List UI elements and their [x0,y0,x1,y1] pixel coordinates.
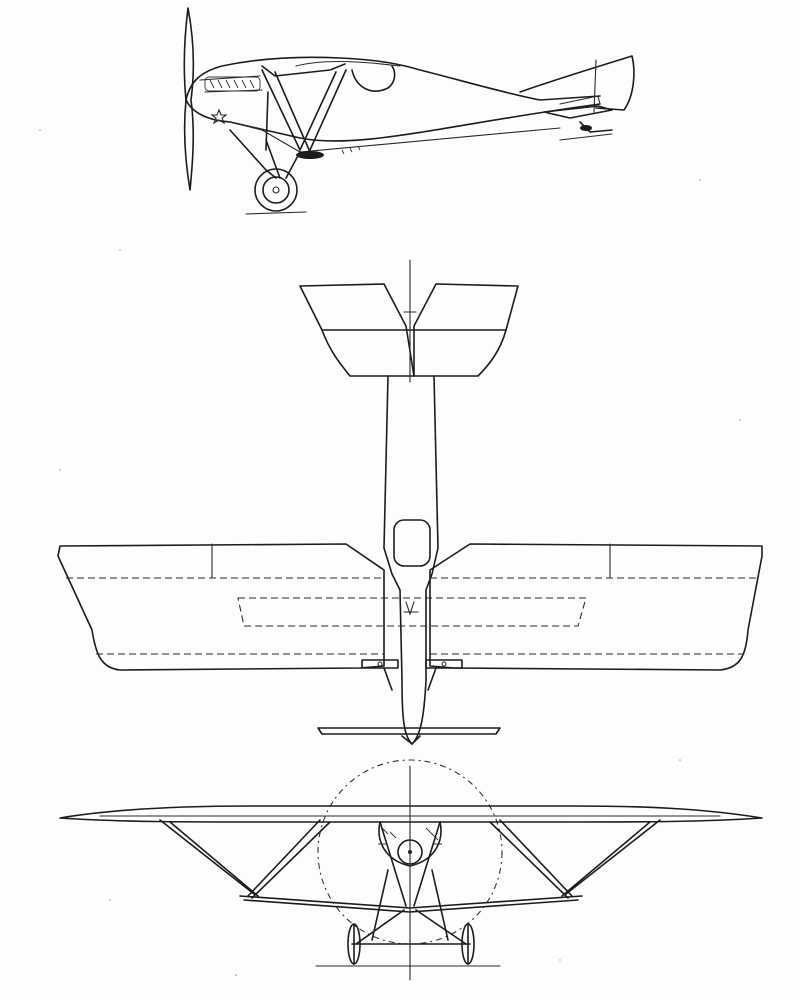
wheel-front-right [461,923,475,965]
wing-front [59,805,763,823]
tail-fin-side [519,55,635,111]
fuselage-side [185,56,601,101]
wing-strut-front-right [489,819,661,899]
top-view [57,259,763,745]
wheel-front-left [347,923,361,965]
right-wing-top [429,543,763,671]
left-wing-top [57,543,385,671]
star-insignia-side [210,108,228,125]
cockpit-side [351,65,396,92]
stub-wing-front [239,895,583,913]
propeller-side [183,7,195,191]
paper-texture [39,129,741,976]
front-view [59,759,763,981]
landing-gear-front [355,869,467,945]
wing-strut-front-left [159,819,331,899]
wing-strut-side [261,69,347,153]
landing-gear-side [229,129,301,179]
cockpit-top [393,519,431,567]
axle-top [317,727,501,735]
side-view [183,7,635,215]
wheel-side [254,168,298,212]
